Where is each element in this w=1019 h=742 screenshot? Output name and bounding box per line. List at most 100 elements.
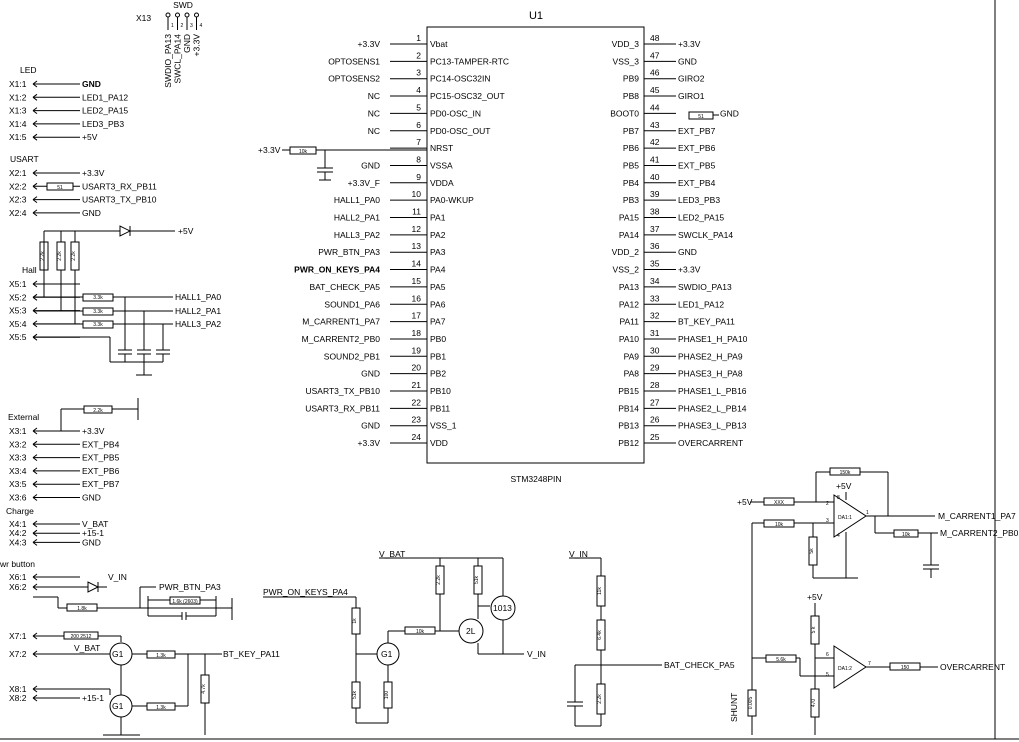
bt-res3-value: 1.3k <box>156 705 166 711</box>
connector-title: Charge <box>6 506 34 516</box>
svg-text:2.2k: 2.2k <box>40 251 46 261</box>
swd-pin-num: 3 <box>190 23 193 29</box>
pin-name: PC15-OSC32_OUT <box>430 91 505 101</box>
pin-name: PB14 <box>618 403 639 413</box>
pok-res4-value: 10k <box>416 629 425 635</box>
opamp2-res-top: 5 k <box>811 626 817 633</box>
pin-number: 35 <box>650 259 660 269</box>
pin-number: 23 <box>412 415 422 425</box>
pin-number: 2 <box>416 50 421 60</box>
pin-name: PB2 <box>430 369 446 379</box>
nrst-res-value: 10k <box>299 149 308 155</box>
pwr-res1-value: 1.6k (2603) <box>172 599 198 605</box>
pin-number: 4 <box>416 85 421 95</box>
connector-pin: X3:4 <box>9 466 27 476</box>
pin-number: 1 <box>416 33 421 43</box>
op1-pin8: 8 <box>837 495 840 501</box>
pin-net: OPTOSENS2 <box>328 74 380 84</box>
pin-number: 29 <box>650 363 660 373</box>
opamp2-res-in: 5.6k <box>776 657 786 663</box>
current-sense-opamp1: +5V XXX 150k 2 3 8 4 1 DA1:1 +5V M_CARRE… <box>737 467 1019 690</box>
pin-name: PB9 <box>623 74 639 84</box>
pin-name: PB5 <box>623 160 639 170</box>
pin-net: HALL1_PA0 <box>334 195 380 205</box>
pin-name: Vbat <box>430 39 448 49</box>
opamp-da1-1 <box>833 494 867 538</box>
connector-title: wr button <box>0 559 35 569</box>
pin-net: GND <box>678 56 697 66</box>
connector-pin: X8:1 <box>9 684 27 694</box>
mcu-ref: U1 <box>529 10 543 22</box>
usart-res-value: 51 <box>57 185 63 191</box>
pin-name: PA11 <box>619 317 639 327</box>
pin-net: EXT_PB5 <box>678 160 716 170</box>
pin-name: PA13 <box>619 282 639 292</box>
q-label-pok: G1 <box>381 649 393 659</box>
pin-number: 20 <box>412 363 422 373</box>
opamp1-res-in: 10k <box>775 522 784 528</box>
connector-pin: X3:3 <box>9 453 27 463</box>
pin-net: EXT_PB7 <box>678 126 716 136</box>
swd-pin <box>184 12 190 18</box>
pin-net: +3.3V <box>358 39 381 49</box>
pin-name: PA8 <box>624 369 640 379</box>
ext-res-value: 2.2k <box>93 408 103 414</box>
pwr-res2-value: 1.8k <box>77 606 87 612</box>
swd-ref: X13 <box>136 13 151 23</box>
pin-number: 5 <box>416 102 421 112</box>
swd-title: SWD <box>173 0 193 10</box>
connector-pin: X4:3 <box>9 537 27 547</box>
pin-number: 14 <box>412 259 422 269</box>
pin-name: BOOT0 <box>610 108 639 118</box>
q-label-top: G1 <box>112 649 124 659</box>
connector-pin: X5:2 <box>9 292 27 302</box>
opamp2-res-bottom: 470 <box>811 699 817 708</box>
bt-key-circuit: 200 2512 G1 V_BAT 1.3k BT_KEY_PA11 4.7k … <box>33 631 280 736</box>
connector-pin: X1:5 <box>9 132 27 142</box>
pin-net: PHASE2_L_PB14 <box>678 403 747 413</box>
pin-number: 31 <box>650 328 660 338</box>
connector-pin: X1:1 <box>9 79 27 89</box>
pin-net: PWR_ON_KEYS_PA4 <box>294 265 380 275</box>
pin-name: PA2 <box>430 230 446 240</box>
connector-net: GND <box>82 537 101 547</box>
pin-number: 18 <box>412 328 422 338</box>
opamp1-res-gnd: 5k <box>809 548 815 554</box>
pin-number: 8 <box>416 154 421 164</box>
pin-number: 42 <box>650 137 660 147</box>
mcu-body <box>426 26 645 464</box>
pin-name: PB3 <box>623 195 639 205</box>
connector-pin: X5:1 <box>9 279 27 289</box>
pok-vbat-net: V_BAT <box>379 549 405 559</box>
batchk-res2-value: 6.4k <box>597 630 603 640</box>
connector-title: Hall <box>22 265 37 275</box>
pin-name: VSS_1 <box>430 421 457 431</box>
connector-pin: X5:4 <box>9 319 27 329</box>
pin-number: 47 <box>650 50 660 60</box>
pin-name: PB1 <box>430 351 446 361</box>
pin-number: 41 <box>650 154 660 164</box>
pin-name: PA3 <box>430 247 446 257</box>
connector-pin: X6:2 <box>9 582 27 592</box>
pin-net: NC <box>368 91 380 101</box>
pin-net: PHASE1_H_PA10 <box>678 334 748 344</box>
opamp1-supply: +5V <box>836 481 852 491</box>
pin-number: 9 <box>416 172 421 182</box>
pin-name: PB10 <box>430 386 451 396</box>
overcarrent-net: OVERCARRENT <box>940 662 1005 672</box>
batchk-vin-net: V_IN <box>569 549 588 559</box>
pin-name: PA14 <box>619 230 639 240</box>
pin-name: PD0-OSC_IN <box>430 108 481 118</box>
pin-name: PB11 <box>430 403 450 413</box>
connector-pin: X2:1 <box>9 168 27 178</box>
pin-name: PB7 <box>623 126 639 136</box>
opamp1-vref: +5V <box>737 497 753 507</box>
op1-pin2: 2 <box>826 501 829 507</box>
pin-net: +3.3V <box>678 39 701 49</box>
pin-net: GND <box>361 369 380 379</box>
pin-name: PB4 <box>623 178 639 188</box>
pin-number: 13 <box>412 241 422 251</box>
connector-pin: X3:1 <box>9 426 27 436</box>
connector-net: +3.3V <box>82 426 105 436</box>
pin-name: PB6 <box>623 143 639 153</box>
